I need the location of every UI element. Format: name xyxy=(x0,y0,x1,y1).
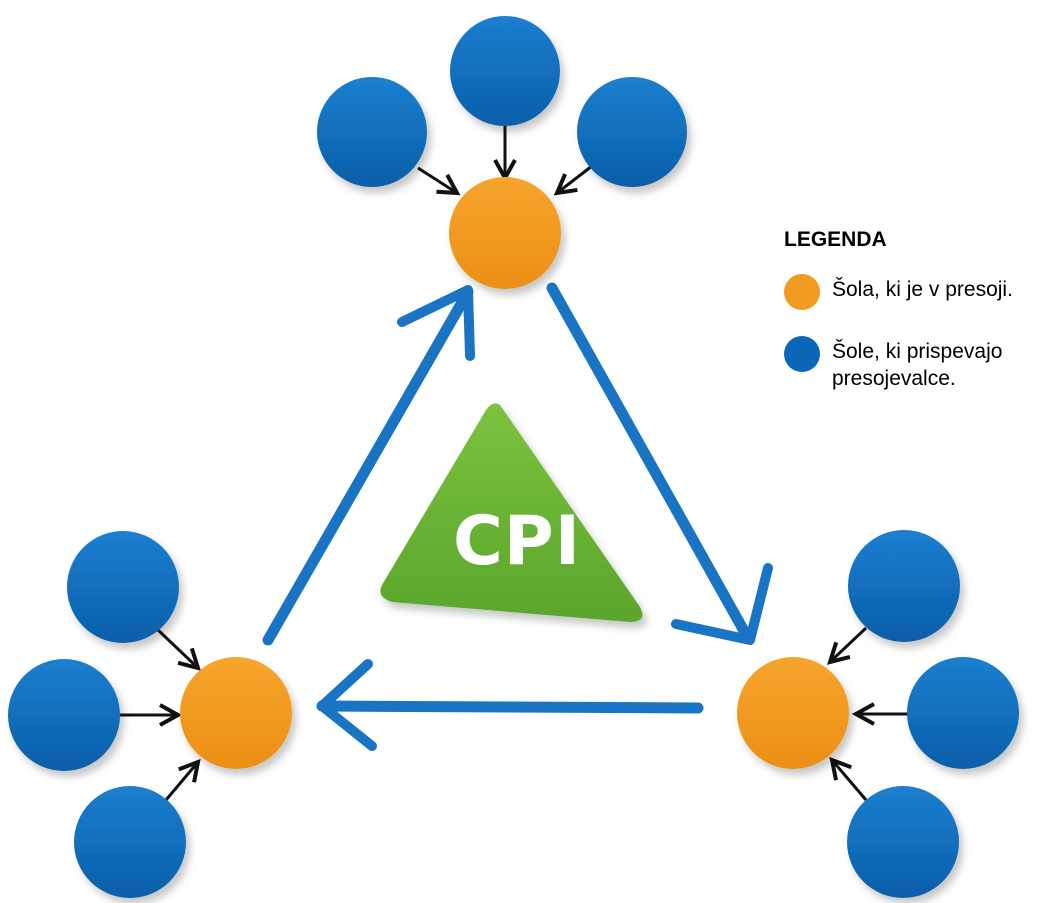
center-label: CPI xyxy=(452,502,582,581)
left-cluster xyxy=(8,531,292,898)
top-cluster xyxy=(317,16,687,289)
contributing-school-node xyxy=(450,16,560,126)
connector-top-right xyxy=(557,164,593,193)
school-under-review-node xyxy=(180,657,292,769)
connector-right-upper xyxy=(830,626,868,662)
connector-left-lower xyxy=(164,762,198,801)
orange-circle-icon xyxy=(784,274,820,310)
cycle-arrow-left-to-top xyxy=(262,285,475,646)
connector-right-lower xyxy=(832,760,868,801)
contributing-school-node xyxy=(67,531,179,643)
legend-item-label: Šole, ki prispevajo presojevalce. xyxy=(832,340,1003,390)
blue-circle-icon xyxy=(784,336,820,372)
contributing-school-node xyxy=(74,786,186,898)
contributing-school-node xyxy=(317,77,427,187)
connector-left-upper xyxy=(156,628,198,668)
legend-item-label: Šola, ki je v presoji. xyxy=(832,278,1013,301)
connector-arrows xyxy=(120,124,908,801)
school-under-review-node xyxy=(737,657,849,769)
cycle-arrow-top-to-right xyxy=(546,282,773,645)
contributing-school-node xyxy=(577,77,687,187)
legend-title: LEGENDA xyxy=(784,228,887,251)
right-cluster xyxy=(737,530,1019,898)
contributing-school-node xyxy=(8,659,120,771)
contributing-school-node xyxy=(848,530,960,642)
contributing-school-node xyxy=(847,786,959,898)
cycle-arrows xyxy=(262,282,773,751)
legend-item-contributing-schools: Šole, ki prispevajo presojevalce. xyxy=(784,336,1046,392)
center-triangle xyxy=(380,403,643,622)
connector-top-left xyxy=(417,166,457,193)
school-under-review-node xyxy=(449,177,561,289)
legend-item-school-under-review: Šola, ki je v presoji. xyxy=(784,274,1046,310)
contributing-school-node xyxy=(907,657,1019,769)
cycle-arrow-right-to-left xyxy=(316,659,704,751)
